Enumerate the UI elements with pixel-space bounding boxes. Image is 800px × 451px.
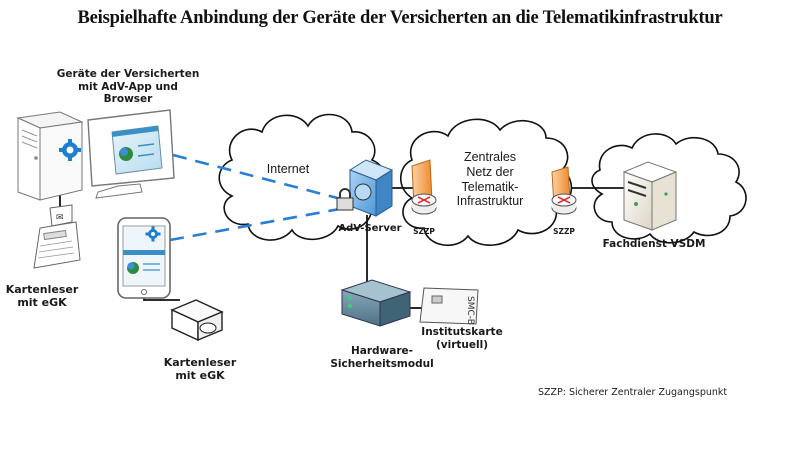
szzp-right-icon [551,166,577,215]
ti-network-label: Zentrales Netz der Telematik- Infrastruk… [456,150,524,209]
monitor-icon [87,109,175,199]
adv-server-icon [348,159,394,217]
internet-label: Internet [266,162,310,176]
fachdienst-label: Fachdienst VSDM [602,238,706,250]
mobile-card-reader-icon [170,299,224,342]
lock-icon [336,188,354,211]
link-pc-to-adv-server [172,153,346,202]
gear-icon [59,139,81,161]
card-terminal-icon: ✉ [33,204,81,269]
fachdienst-server-icon [622,161,678,231]
szzp-right-label: SZZP [553,227,575,236]
card-reader-pc-label: Kartenleser mit eGK [5,283,79,310]
svg-text:✉: ✉ [56,213,64,223]
card-reader-mobile-label: Kartenleser mit eGK [163,356,237,383]
smc-b-card-icon: SMC-B [419,287,479,325]
diagram-title: Beispielhafte Anbindung der Geräte der V… [77,8,723,28]
user-devices-label: Geräte der Versicherten mit AdV-App und … [56,68,200,106]
gear-icon [145,226,161,242]
legend-szzp: SZZP: Sicherer Zentraler Zugangspunkt [538,387,728,398]
szzp-left-label: SZZP [413,227,435,236]
adv-server-label: AdV-Server [338,223,402,234]
card-text: SMC-B [465,296,475,325]
dashed-links [169,153,346,242]
szzp-left-icon [411,159,437,215]
institutskarte-label: Institutskarte (virtuell) [421,326,503,351]
hsm-icon [340,279,412,327]
smartphone-icon [117,217,171,299]
link-mobile-to-adv-server [169,206,346,242]
hsm-label: Hardware- Sicherheitsmodul [330,345,434,370]
